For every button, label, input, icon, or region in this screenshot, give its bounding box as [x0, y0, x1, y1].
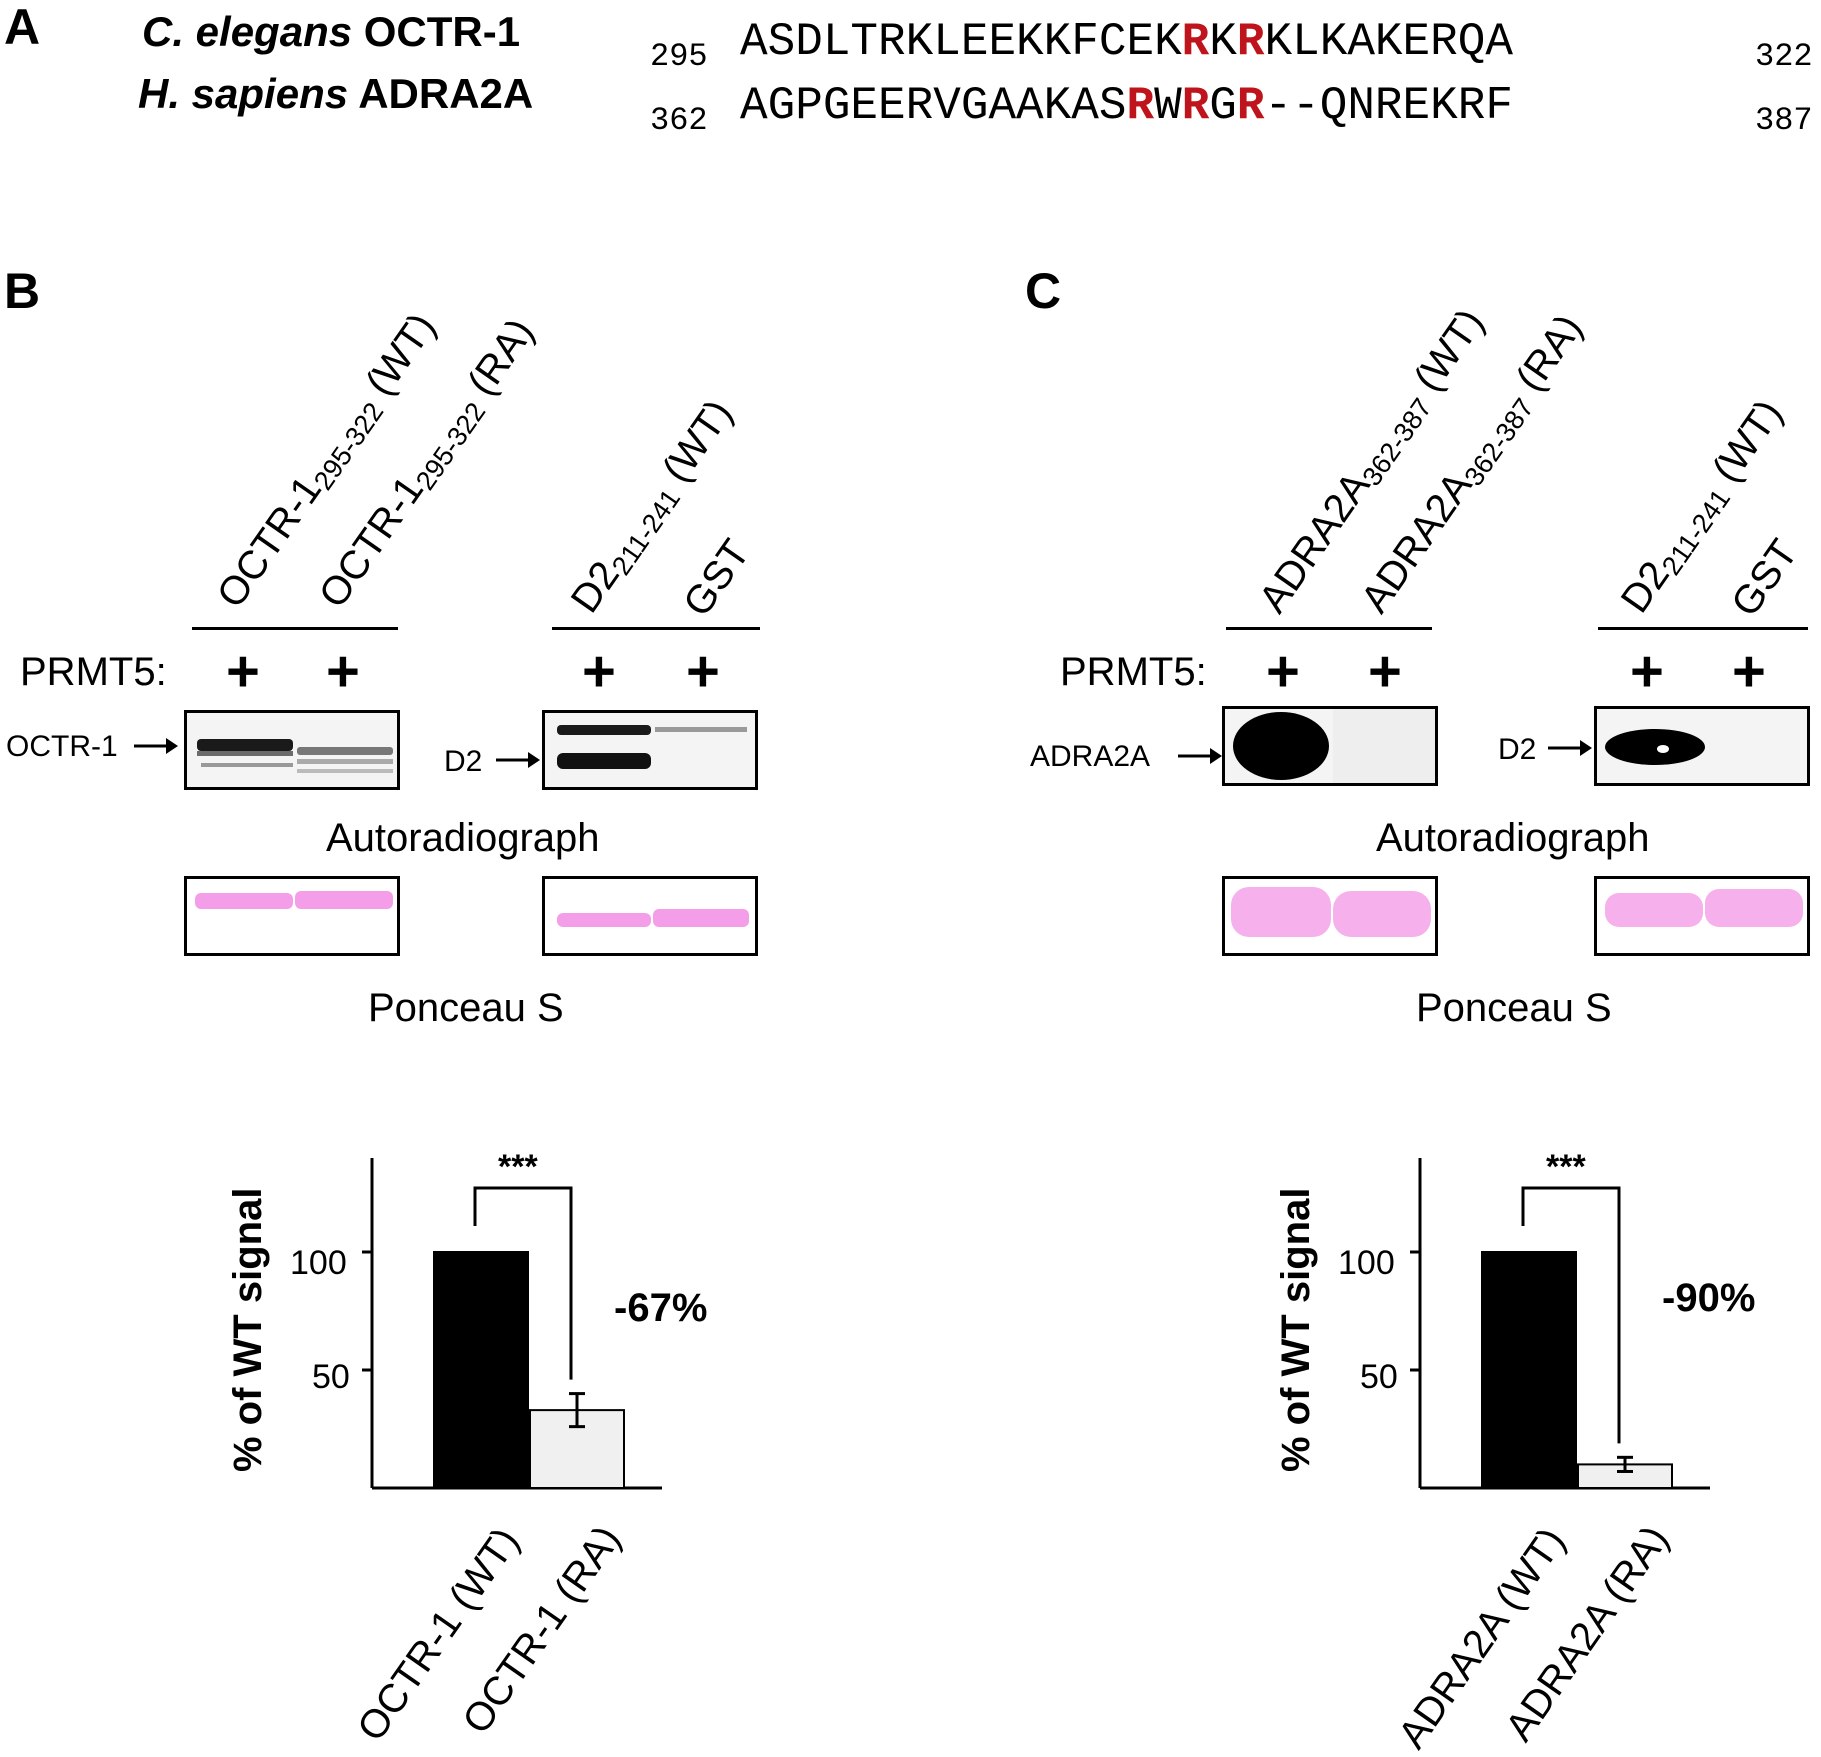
band-image [557, 725, 747, 769]
percent-change-label: -90% [1662, 1276, 1756, 1320]
species-name: H. sapiens [138, 70, 349, 117]
y-tick-label: 50 [1360, 1358, 1398, 1396]
plus-sign: + [1266, 639, 1300, 704]
protein-name: OCTR-1 [363, 8, 521, 55]
arrow-right-icon [496, 752, 540, 768]
arrow-right-icon [1178, 748, 1222, 764]
bar-wt [433, 1251, 529, 1489]
bar-wt [1481, 1251, 1577, 1489]
band-label-d2: D2 [444, 745, 483, 778]
species-row-1: C. elegans OCTR-1 [142, 8, 520, 56]
sequence-segment: AGPGEERVGAAKAS [740, 80, 1127, 132]
ponceau-blot-d2 [542, 876, 758, 956]
sequence-end: 322 [1755, 38, 1813, 75]
autoradiograph-blot-d2 [1594, 706, 1810, 786]
sequence-segment: ASDLTRKLEEKKFCEK [740, 16, 1182, 68]
autoradiograph-blot-d2 [542, 710, 758, 790]
plus-sign: + [326, 639, 360, 704]
lane-label-gst: GST [675, 531, 759, 625]
plus-sign: + [226, 639, 260, 704]
sequence-end: 387 [1755, 102, 1813, 139]
lane-group-line [192, 627, 398, 630]
highlighted-residue: R [1181, 80, 1210, 132]
significance-bracket [1521, 1186, 1621, 1444]
species-row-2: H. sapiens ADRA2A [138, 70, 533, 118]
arrow-right-icon [1548, 740, 1592, 756]
species-name: C. elegans [142, 8, 353, 55]
plus-sign: + [686, 639, 720, 704]
significance-stars: *** [1546, 1148, 1586, 1186]
protein-name: ADRA2A [358, 70, 534, 117]
significance-bracket [473, 1186, 573, 1380]
ponceau-stain [195, 891, 393, 909]
sequence-text: ASDLTRKLEEKKFCEKRKRKLKAKERQA [740, 16, 1513, 68]
lane-group-line [1598, 627, 1808, 630]
y-tick-label: 100 [290, 1244, 347, 1282]
ponceau-caption: Ponceau S [1416, 986, 1612, 1030]
ponceau-stain [1231, 887, 1431, 937]
panel-letter-a: A [4, 0, 41, 55]
sequence-segment: KLKAKERQA [1264, 16, 1513, 68]
ponceau-blot-octr1 [184, 876, 400, 956]
ponceau-stain [1605, 889, 1803, 927]
band-label-adra2a: ADRA2A [1030, 740, 1151, 773]
panel-letter-b: B [4, 263, 41, 319]
percent-change-label: -67% [614, 1286, 708, 1330]
prmt5-label: PRMT5: [1060, 650, 1207, 694]
sequence-start: 295 [650, 38, 708, 75]
lane-group-line [552, 627, 760, 630]
plus-sign: + [1368, 639, 1402, 704]
highlighted-residue: R [1236, 80, 1265, 132]
sequence-segment: W [1154, 80, 1182, 132]
band-label-octr1: OCTR-1 [6, 730, 118, 763]
band-image [197, 739, 393, 773]
y-tick-label: 50 [312, 1358, 350, 1396]
plus-sign: + [582, 639, 616, 704]
autoradiograph-caption: Autoradiograph [326, 816, 600, 860]
prmt5-label: PRMT5: [20, 650, 167, 694]
autoradiograph-blot-octr1 [184, 710, 400, 790]
significance-stars: *** [498, 1148, 538, 1186]
ponceau-stain [557, 909, 749, 927]
panel-letter-c: C [1025, 263, 1062, 319]
autoradiograph-blot-adra2a [1222, 706, 1438, 786]
ponceau-blot-d2 [1594, 876, 1810, 956]
highlighted-residue: R [1126, 80, 1155, 132]
bar-chart-octr1 [362, 1158, 662, 1490]
ponceau-blot-adra2a [1222, 876, 1438, 956]
y-tick-label: 100 [1338, 1244, 1395, 1282]
autoradiograph-caption: Autoradiograph [1376, 816, 1650, 860]
chart-y-label: % of WT signal [226, 1187, 270, 1472]
plus-sign: + [1732, 639, 1766, 704]
sequence-segment: --QNREKRF [1264, 80, 1513, 132]
band-label-d2: D2 [1498, 733, 1537, 766]
sequence-segment: G [1209, 80, 1237, 132]
lane-label-gst: GST [1723, 531, 1807, 625]
sequence-text: AGPGEERVGAAKASRWRGR--QNREKRF [740, 80, 1513, 132]
highlighted-residue: R [1181, 16, 1210, 68]
bar-chart-adra2a [1410, 1158, 1710, 1490]
lane-group-line [1226, 627, 1432, 630]
sequence-segment: K [1209, 16, 1237, 68]
highlighted-residue: R [1236, 16, 1265, 68]
band-image [1233, 709, 1435, 783]
arrow-right-icon [134, 738, 178, 754]
chart-y-label: % of WT signal [1274, 1187, 1318, 1472]
ponceau-caption: Ponceau S [368, 986, 564, 1030]
band-image [1605, 729, 1705, 765]
sequence-start: 362 [650, 102, 708, 139]
plus-sign: + [1630, 639, 1664, 704]
